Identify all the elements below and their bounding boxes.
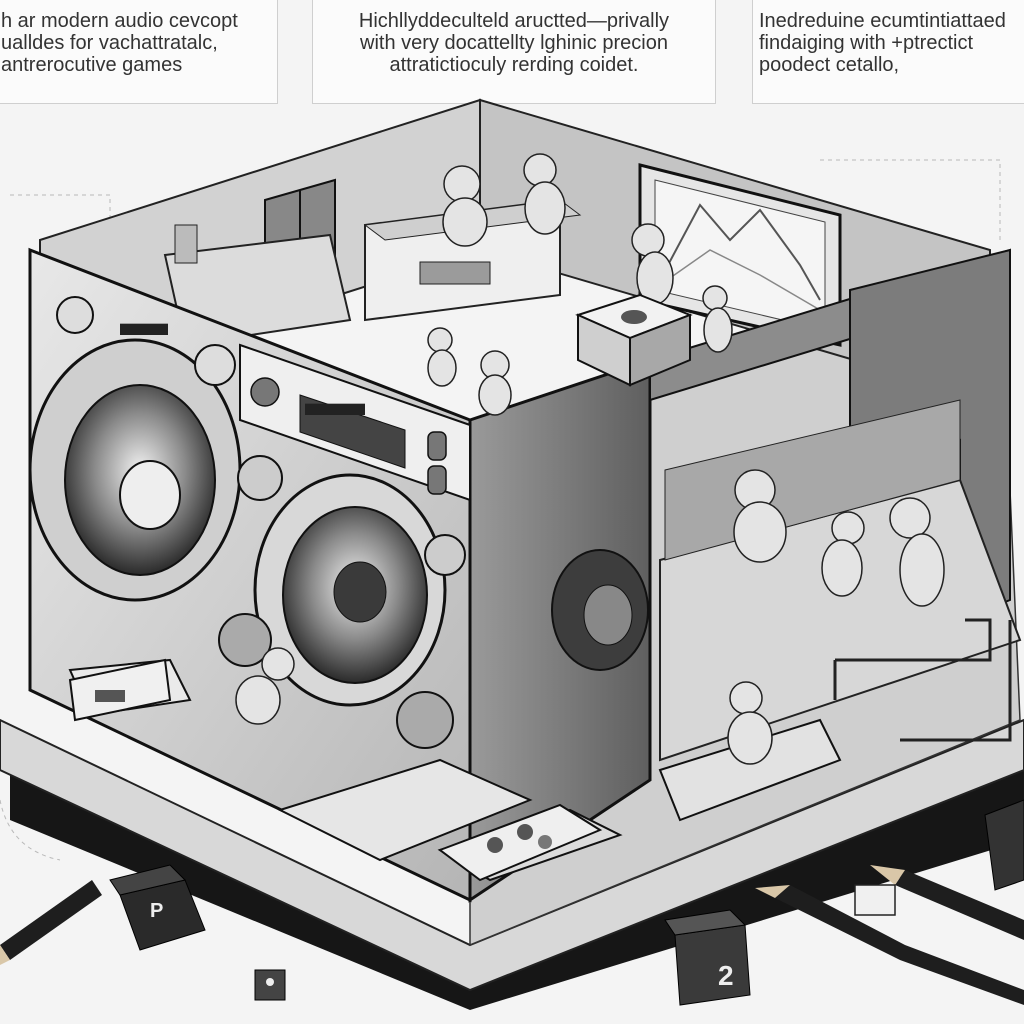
dice-two: 2 [664,909,751,1006]
caption-box-center: Hichllyddeculteld aructted—privally with… [312,0,716,104]
pencil-left [0,880,102,965]
caption-line: Inedreduine ecumtintiattaed [759,10,1006,32]
caption-line: findaiging with +ptrectict [759,32,974,54]
caption-line: antrerocutive games [1,54,183,76]
landscape-monitor [638,163,842,347]
base-shadow [10,760,1024,1010]
caption-line: Hichllyddeculteld aructted—privally [358,10,670,32]
woofer-left [28,338,242,602]
display-label: ██████████ [305,403,365,416]
caption-box-left: h ar modern audio cevcopt ualldes for va… [0,0,278,104]
guide-lines [0,159,1001,861]
pencil-right-1 [755,885,1024,1005]
roof-box [575,293,693,387]
control-knobs [250,377,447,495]
tweeters [56,296,466,749]
caption-line: ualldes for vachattratalc, [1,32,218,54]
dice-p-label: P [150,900,163,922]
dice-two-label: 2 [718,960,734,991]
display-panel: ██████████ [239,343,471,502]
speaker-side-port [551,549,649,671]
speaker-plate-label: ████████ [120,323,168,336]
caption-box-right: Inedreduine ecumtintiattaed findaiging w… [752,0,1024,104]
caption-line: poodect cetallo, [759,54,900,76]
caption-line: attratictioculy rerding coidet. [389,54,639,76]
controller-box [437,803,603,882]
bed [163,224,352,347]
woofer-main [253,473,447,707]
caption-line: with very docattellty lghinic precion [360,32,668,54]
dice-corner [984,799,1024,891]
caption-line: h ar modern audio cevcopt [1,10,238,32]
toy-car [68,658,172,722]
dice-p: P [109,864,206,951]
tile-card [854,884,896,916]
dice-small [254,969,286,1001]
pencil-right-2 [870,865,1024,940]
child-figures [235,153,945,765]
rail-frame [833,618,1012,742]
